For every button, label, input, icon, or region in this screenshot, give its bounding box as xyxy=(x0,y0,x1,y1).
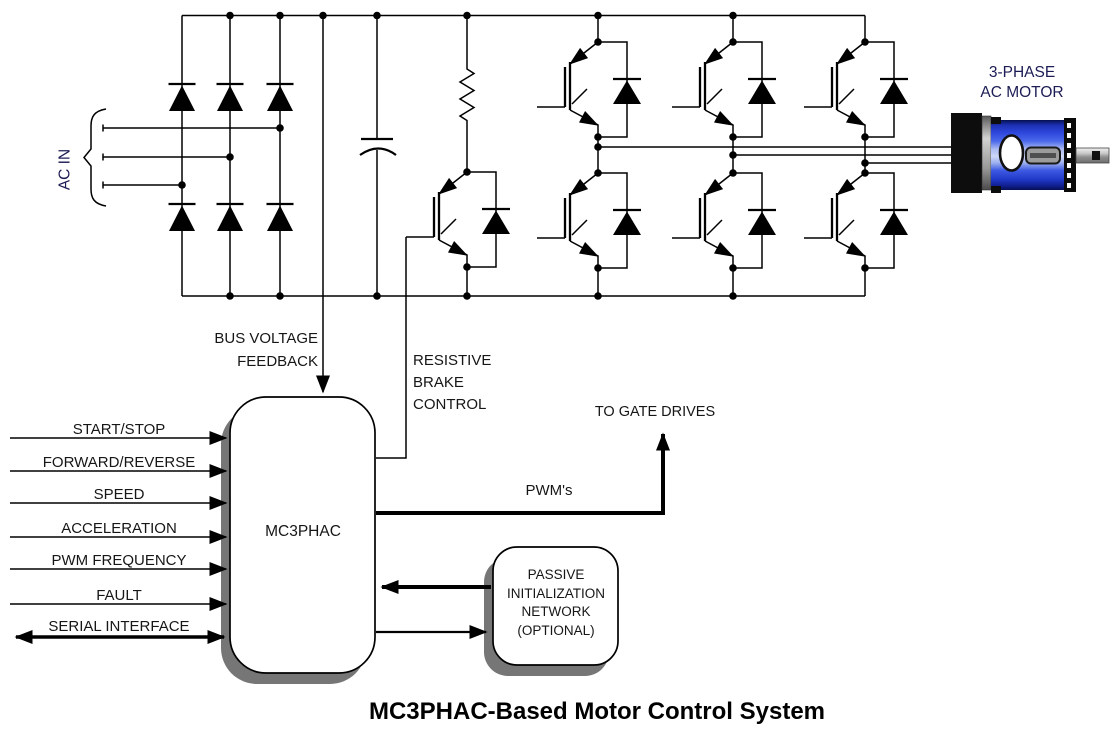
pwm-output-line xyxy=(376,432,670,515)
input-label-start-stop: START/STOP xyxy=(72,421,166,438)
bus-voltage-feedback-label: BUS VOLTAGE FEEDBACK xyxy=(196,327,318,373)
brake-line1: RESISTIVE xyxy=(413,352,492,369)
motor-graphic xyxy=(951,113,1110,193)
brake-branch xyxy=(376,15,512,459)
inverter-igbt-bottom-1 xyxy=(535,171,643,270)
pwms-label: PWM's xyxy=(525,482,573,499)
to-gate-drives-label: TO GATE DRIVES xyxy=(594,404,716,420)
bus-feedback-line1: BUS VOLTAGE xyxy=(214,330,318,347)
control-input-arrows xyxy=(10,431,228,644)
motor-label: 3-PHASE AC MOTOR xyxy=(953,63,1091,103)
brake-gate-line xyxy=(376,237,407,459)
dc-bus-capacitor xyxy=(359,15,397,296)
dc-bus-rails xyxy=(182,14,865,297)
passive-init-block xyxy=(484,546,619,676)
inverter-igbt-bottom-2 xyxy=(670,171,778,270)
passive-line2: INITIALIZATION xyxy=(506,585,605,601)
mc3phac-label: MC3PHAC xyxy=(265,523,341,540)
inverter-igbt-top-1 xyxy=(535,40,643,139)
input-label-acceleration: ACCELERATION xyxy=(61,520,177,537)
motor-end-cap xyxy=(998,134,1025,172)
passive-line1: PASSIVE xyxy=(527,567,585,582)
resistive-brake-control-label: RESISTIVE BRAKE CONTROL xyxy=(413,350,513,416)
input-label-pwm-frequency: PWM FREQUENCY xyxy=(51,552,187,569)
input-label-serial-interface: SERIAL INTERFACE xyxy=(48,618,190,635)
diagram-title: MC3PHAC-Based Motor Control System xyxy=(368,698,826,725)
passive-line4: (OPTIONAL) xyxy=(517,622,595,638)
brake-igbt xyxy=(404,170,512,269)
mc3phac-block xyxy=(221,396,376,684)
brake-line3: CONTROL xyxy=(413,396,487,413)
junction-dots xyxy=(178,11,869,300)
ac-in-brace xyxy=(83,108,107,207)
inverter-igbt-top-3 xyxy=(802,40,910,139)
motor-label-line1: 3-PHASE xyxy=(988,64,1056,81)
brake-line2: BRAKE xyxy=(413,374,464,391)
brake-resistor xyxy=(458,15,476,172)
inverter-igbt-top-2 xyxy=(670,40,778,139)
input-label-forward-reverse: FORWARD/REVERSE xyxy=(42,454,196,471)
ac-in-label: AC IN xyxy=(56,148,74,191)
input-label-fault: FAULT xyxy=(96,587,142,604)
input-label-speed: SPEED xyxy=(93,486,145,503)
passive-init-label: PASSIVE INITIALIZATION NETWORK (OPTIONAL… xyxy=(494,566,618,640)
bus-feedback-line2: FEEDBACK xyxy=(237,353,318,370)
phase-lines xyxy=(598,146,954,164)
ac-input-lines xyxy=(83,108,280,207)
inverter-igbt-bottom-3 xyxy=(802,171,910,270)
passive-line3: NETWORK xyxy=(521,604,591,620)
motor-label-line2: AC MOTOR xyxy=(980,84,1064,101)
